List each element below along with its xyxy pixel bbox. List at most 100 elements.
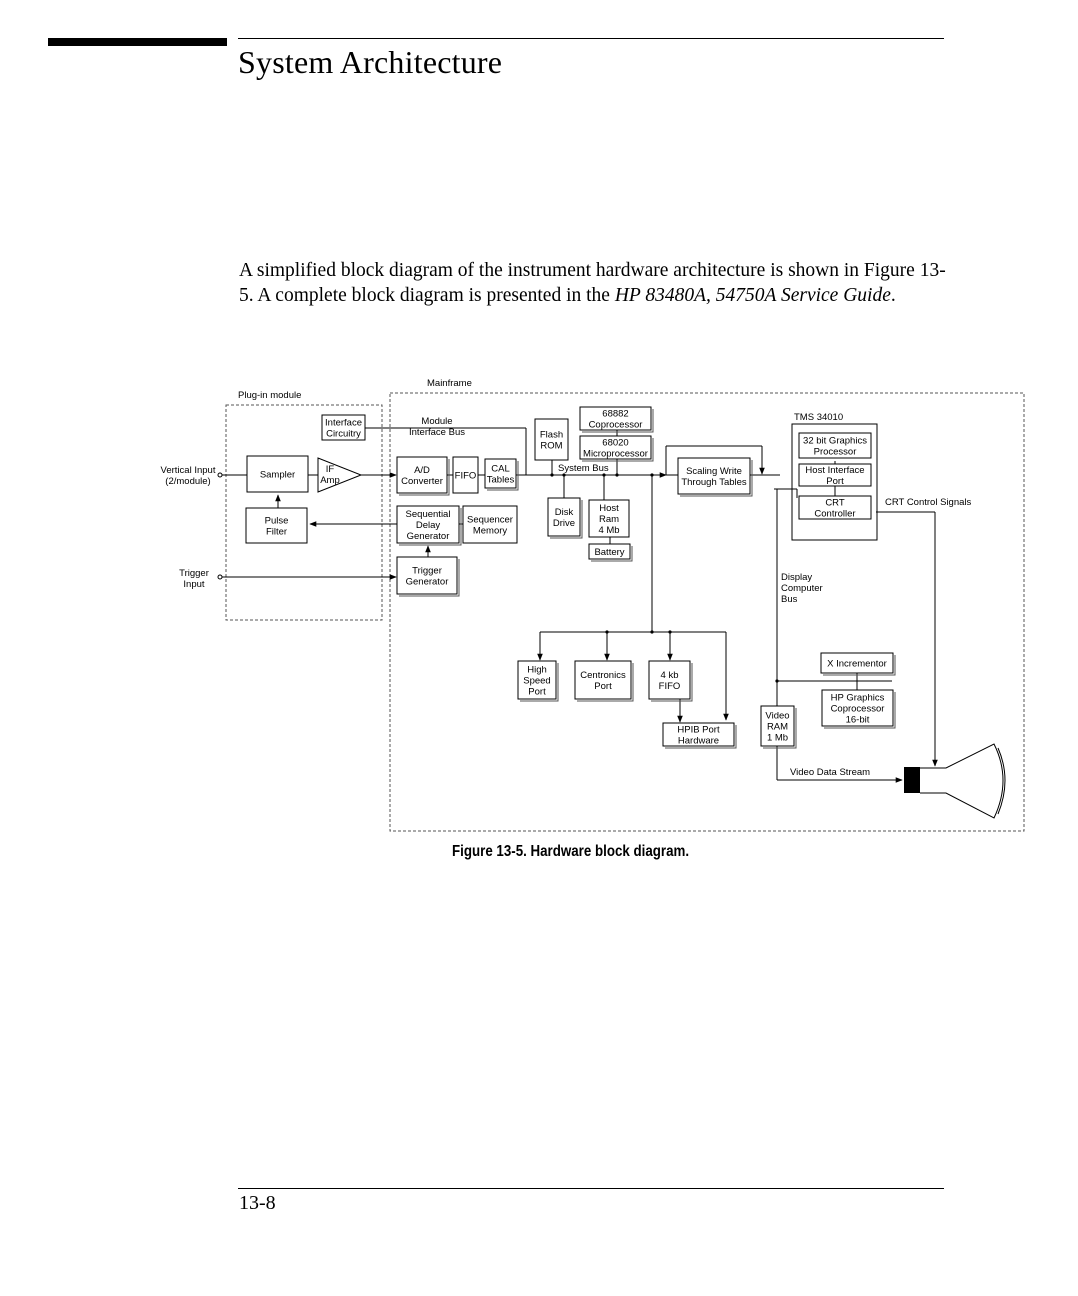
x-incrementor-label: X Incrementor [827,659,887,670]
sequencer-memory-label: Sequencer [467,515,513,526]
page-title: System Architecture [238,44,503,80]
sequential-delay-label: Delay [416,520,441,531]
battery-block: Battery [588,543,633,562]
mainframe-region [389,392,1025,832]
page-number: 13-8 [239,1192,276,1214]
flash-rom-label: ROM [540,441,562,452]
fifo-block: FIFO [452,456,479,494]
video-ram-label: 1 Mb [767,733,788,744]
coprocessor-label: 68882 [602,409,628,420]
microprocessor-label: Microprocessor [583,449,648,460]
hp-graphics-coprocessor-label: Coprocessor [831,704,885,715]
scaling-write-label: Scaling Write [686,466,742,477]
intro-italic-2: 54750A Service Guide [715,284,891,306]
host-ram-label: Ram [599,514,619,525]
scaling-write-label: Through Tables [681,477,747,488]
intro-paragraph: A simplified block diagram of the instru… [239,259,951,308]
system-bus-label: System Bus [558,463,609,474]
trigger-generator-label: Generator [406,577,449,588]
video-ram-label: Video [765,711,789,722]
coprocessor-label: Coprocessor [589,420,643,431]
hpib-port-label: Hardware [678,736,719,747]
display-bus-label-1: Display [781,572,812,583]
module-bus-label-1: Module [421,416,452,427]
ad-converter-label: Converter [401,476,443,487]
footer-rule [238,1188,944,1189]
flash-rom-label: Flash [540,430,563,441]
hp-graphics-coprocessor-label: 16-bit [846,715,870,726]
host-ram-label: Host [599,503,619,514]
graphics-processor-label: 32 bit Graphics [803,436,867,447]
battery-label: Battery [594,547,624,558]
if-amp-label-2: Amp [320,475,340,486]
host-interface-port-label: Port [826,476,844,487]
trigger-generator-label: Trigger [412,566,442,577]
interface-circuitry-label: Circuitry [326,429,361,440]
intro-italic-1: HP 83480A, [614,284,711,306]
fifo-label: FIFO [455,471,477,482]
tms-label: TMS 34010 [794,412,843,423]
disk-drive-label: Drive [553,518,575,529]
video-ram-label: RAM [767,722,788,733]
interface-circuitry-label: Interface [325,418,362,429]
host-interface-port-label: Host Interface [805,465,864,476]
sampler-label: Sampler [260,470,295,481]
centronics-port-label: Port [594,681,612,692]
crt-display-icon [904,743,1006,819]
figure-caption: Figure 13-5. Hardware block diagram. [452,843,690,860]
display-bus-label-3: Bus [781,594,798,605]
plugin-module-region [225,404,383,621]
hpib-port-label: HPIB Port [677,725,720,736]
vertical-input-label-2: (2/module) [165,476,210,487]
trigger-input-label-2: Input [183,579,204,590]
high-speed-port-label: High [527,665,547,676]
cal-tables-label: CAL [491,464,509,475]
disk-drive-label: Disk [555,507,574,518]
crt-control-signals-label: CRT Control Signals [885,497,971,508]
x-incrementor-block: X Incrementor [820,652,896,676]
host-ram-label: 4 Mb [598,525,619,536]
intro-text-3: . [890,284,896,306]
video-data-stream-label: Video Data Stream [790,767,870,778]
pulse-filter-label: Filter [266,527,287,538]
sequencer-memory-label: Memory [473,526,508,537]
fifo-4kb-label: 4 kb [661,670,679,681]
fifo-4kb-label: FIFO [659,681,681,692]
sampler-block: Sampler [246,455,309,493]
high-speed-port-label: Port [528,687,546,698]
header-thick-rule [48,38,227,46]
centronics-port-label: Centronics [580,670,626,681]
hp-graphics-coprocessor-label: HP Graphics [831,693,885,704]
header-rule [238,38,944,39]
plugin-module-label: Plug-in module [238,390,301,401]
mainframe-label: Mainframe [427,378,472,389]
graphics-processor-label: Processor [814,447,857,458]
diagram-blocks: InterfaceCircuitrySamplerPulseFilterA/DC… [245,406,896,749]
crt-controller-label: CRT [825,498,845,509]
